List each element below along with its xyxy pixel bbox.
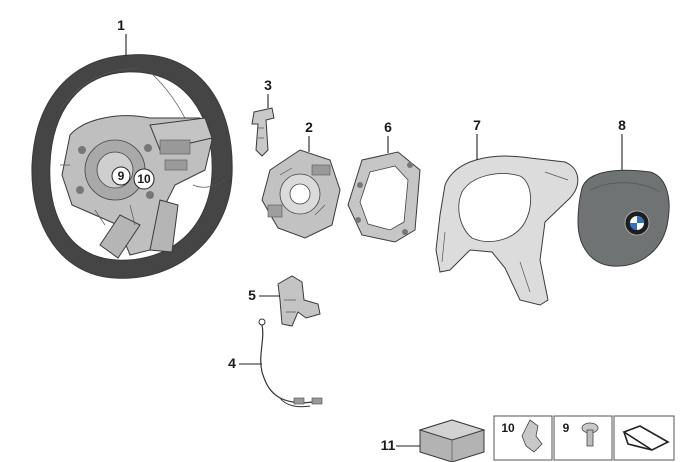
legend-item-tool bbox=[613, 415, 675, 461]
legend-item-9: 9 bbox=[553, 415, 613, 461]
kit-box-part-11[interactable] bbox=[418, 419, 486, 462]
legend-10-label: 10 bbox=[501, 421, 515, 435]
callout-10-circle: 10 bbox=[133, 168, 155, 190]
callout-11-label: 11 bbox=[381, 437, 396, 453]
tool-icon bbox=[622, 425, 670, 451]
callout-10-label: 10 bbox=[137, 172, 151, 186]
callout-8-label: 8 bbox=[618, 117, 626, 133]
callout-2-label: 2 bbox=[305, 119, 313, 135]
legend-item-10: 10 bbox=[493, 415, 553, 461]
callout-4-label: 4 bbox=[228, 355, 236, 371]
clip-icon bbox=[521, 419, 543, 453]
bracket-part-3[interactable] bbox=[251, 107, 275, 157]
legend-9-label: 9 bbox=[563, 421, 570, 435]
bracket-part-5[interactable] bbox=[277, 275, 321, 327]
callout-7-label: 7 bbox=[473, 117, 481, 133]
frame-part-6[interactable] bbox=[347, 151, 421, 243]
steering-wheel-part[interactable] bbox=[31, 54, 233, 279]
airbag-module-part-8[interactable] bbox=[577, 169, 670, 267]
callout-9-circle: 9 bbox=[111, 166, 131, 186]
callout-6-label: 6 bbox=[384, 119, 392, 135]
callout-1-label: 1 bbox=[117, 17, 125, 33]
wiring-harness-part-4[interactable] bbox=[258, 318, 323, 408]
callout-9-label: 9 bbox=[118, 169, 125, 183]
trim-cover-part-7[interactable] bbox=[435, 155, 579, 306]
bmw-logo-icon bbox=[624, 210, 650, 236]
control-unit-part-2[interactable] bbox=[261, 149, 341, 239]
callout-5-label: 5 bbox=[248, 287, 256, 303]
callout-3-label: 3 bbox=[264, 77, 272, 93]
screw-icon bbox=[581, 422, 599, 447]
